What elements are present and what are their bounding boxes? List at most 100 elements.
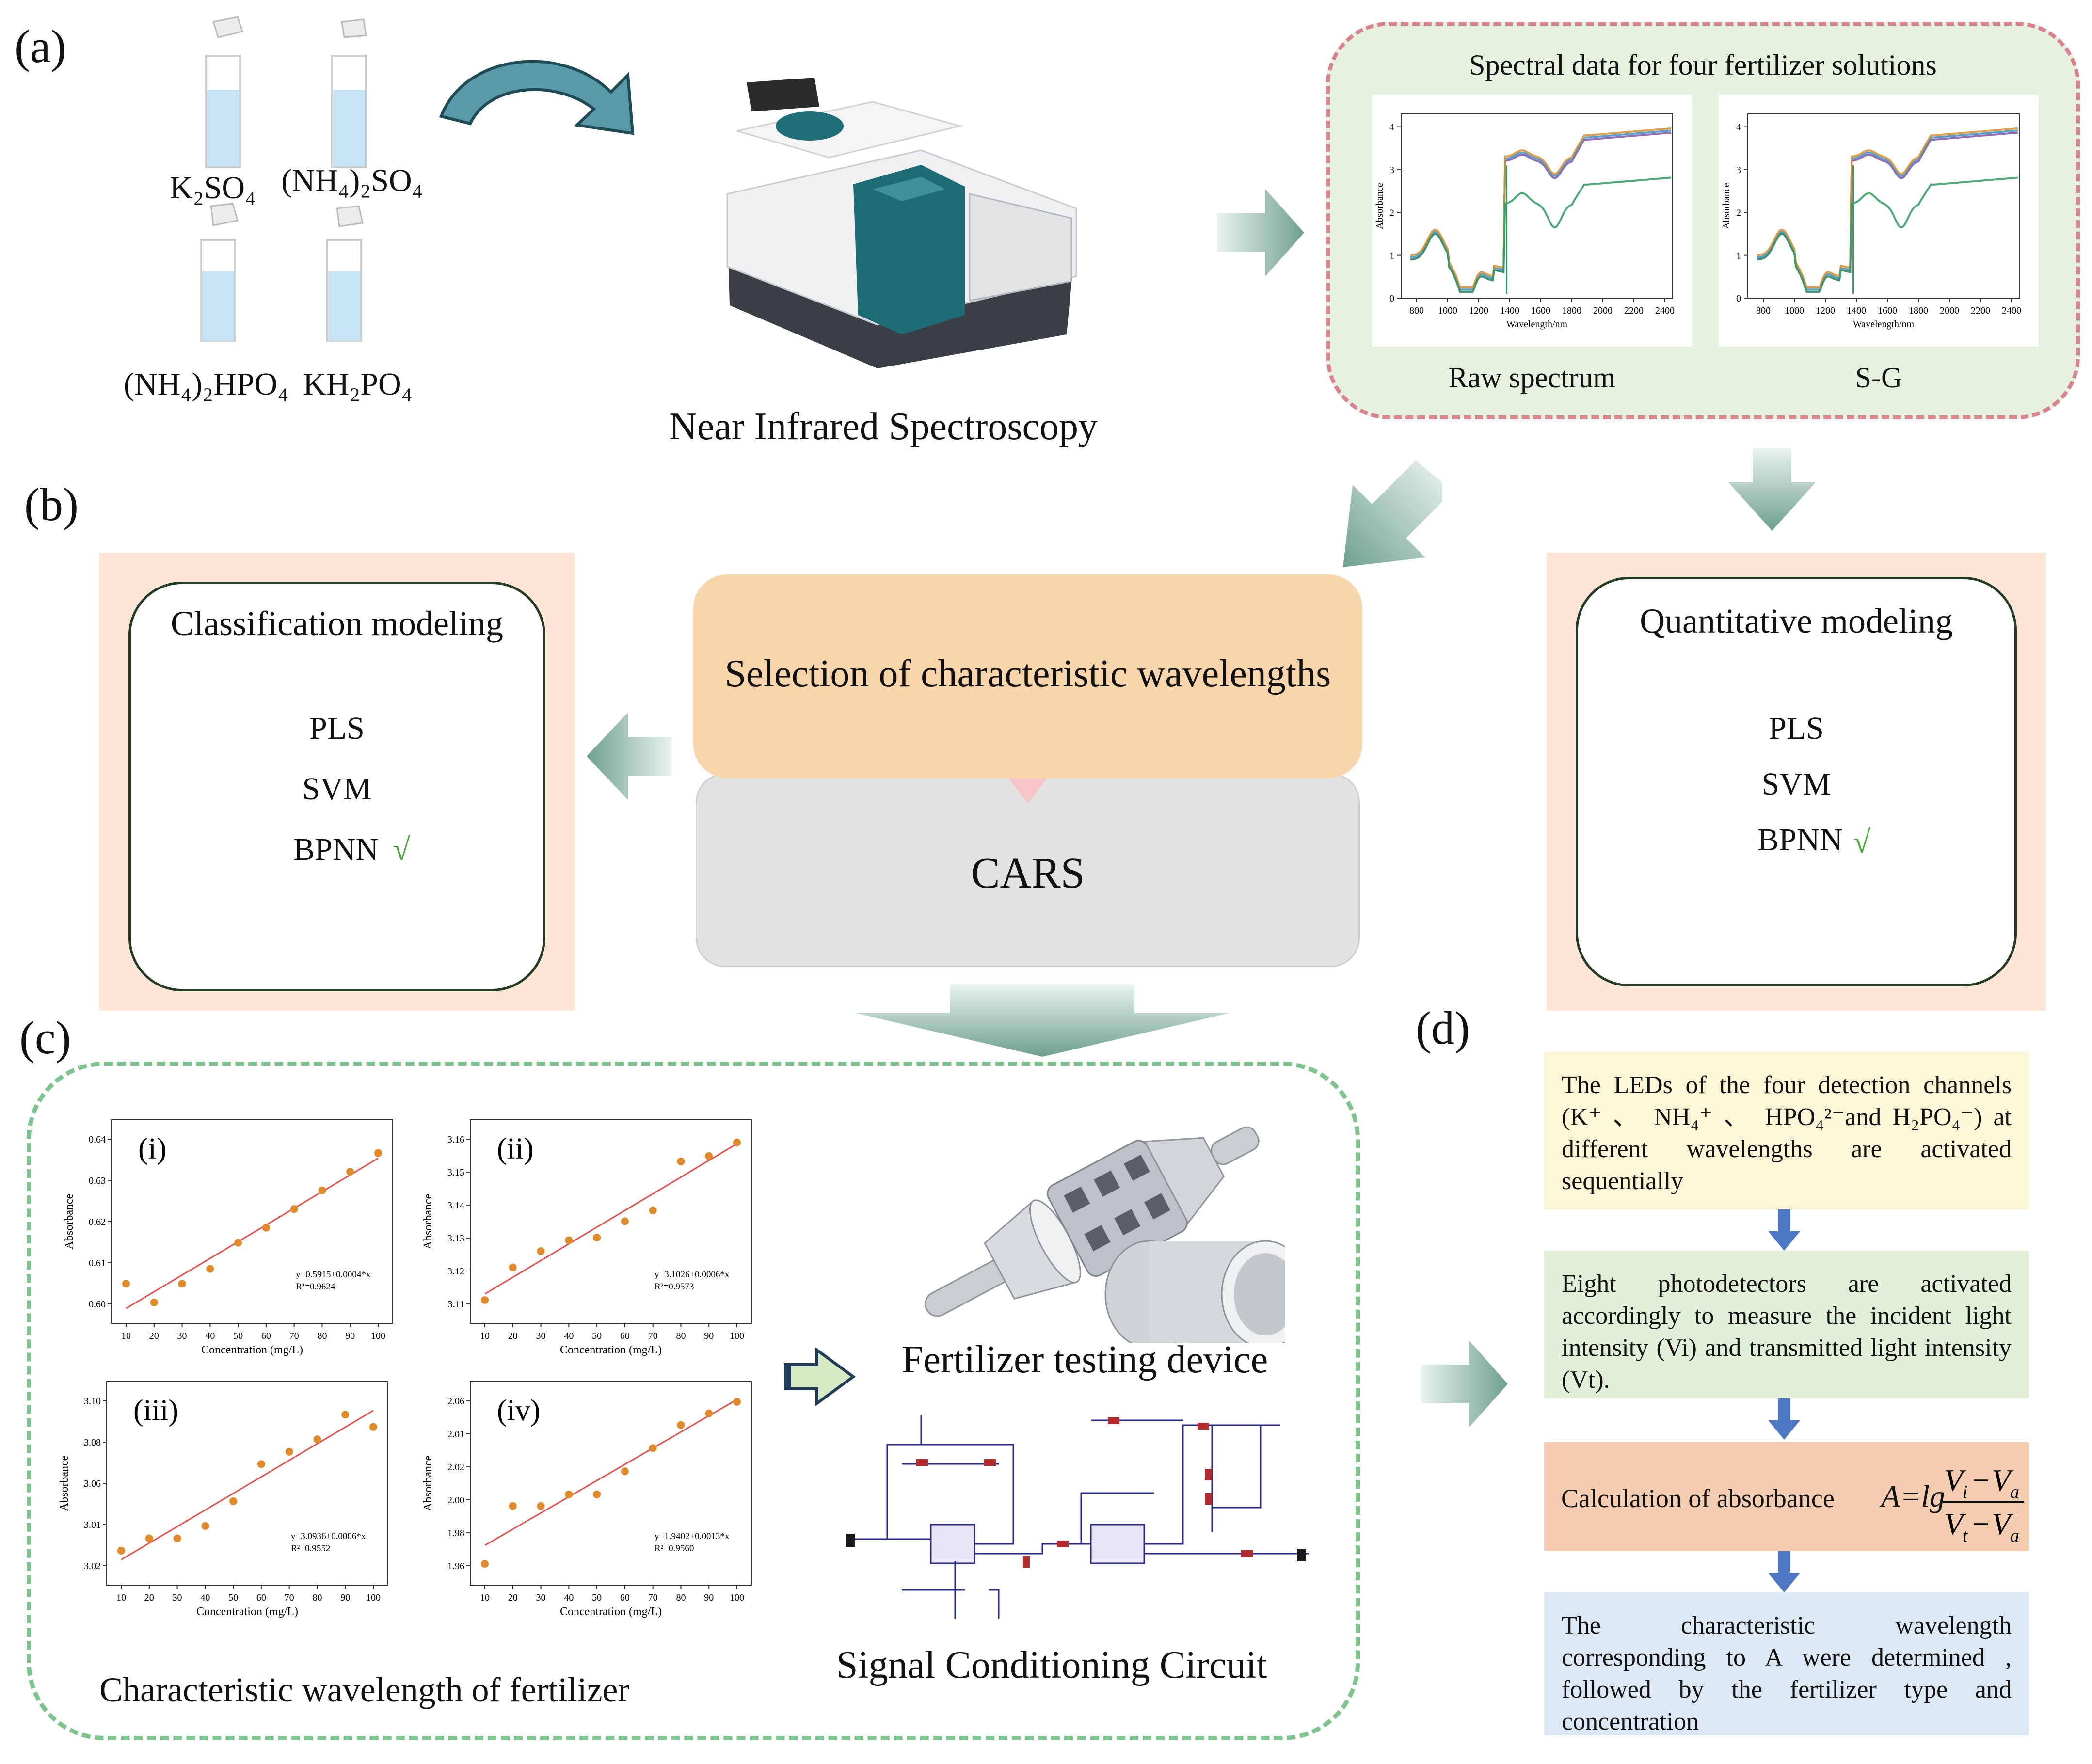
data-point — [206, 1265, 214, 1273]
data-point — [234, 1239, 242, 1247]
data-point — [509, 1502, 517, 1510]
plot-frame — [1401, 113, 1673, 299]
x-tick-label: 2200 — [1971, 305, 1990, 316]
x-tick-label: 10 — [121, 1331, 131, 1341]
circuit-label: Signal Conditioning Circuit — [836, 1644, 1267, 1686]
x-tick-label: 50 — [592, 1592, 602, 1603]
curved-arrow-icon — [439, 60, 635, 135]
data-point — [285, 1447, 293, 1456]
data-point — [122, 1280, 130, 1288]
fertilizer-label-1: K₂SO₄ — [170, 170, 256, 206]
cuvette-group — [200, 16, 367, 342]
data-point — [341, 1411, 350, 1419]
x-axis-label: Concentration (mg/L) — [560, 1605, 662, 1618]
x-tick-label: 60 — [261, 1331, 271, 1341]
svg-text:V: V — [1944, 1507, 1966, 1541]
x-tick-label: 100 — [366, 1592, 381, 1603]
data-point — [565, 1236, 573, 1244]
data-point — [649, 1206, 657, 1214]
spectrum-line — [1757, 176, 2018, 293]
fit-r2: R²=0.9573 — [655, 1282, 694, 1292]
arrow-down-left-icon — [1343, 461, 1442, 567]
fit-equation: y=1.9402+0.0013*x — [655, 1531, 730, 1542]
x-tick-label: 80 — [317, 1331, 327, 1341]
x-tick-label: 60 — [256, 1592, 266, 1603]
selection-box — [693, 574, 1362, 778]
absorbance-formula-fraction: Vi −Va Vt −Va — [1943, 1463, 2024, 1544]
x-tick-label: 100 — [730, 1331, 744, 1341]
x-tick-label: 60 — [620, 1592, 630, 1603]
x-tick-label: 60 — [620, 1331, 630, 1341]
x-tick-label: 80 — [676, 1331, 686, 1341]
fit-r2: R²=0.9624 — [296, 1282, 335, 1292]
spectrometer-image — [726, 78, 1077, 368]
quantitative-title: Quantitative modeling — [1640, 602, 1953, 640]
check-icon: √ — [1853, 825, 1871, 860]
cars-label: CARS — [971, 849, 1085, 897]
panel-label-b: (b) — [24, 478, 79, 530]
x-tick-label: 30 — [177, 1331, 187, 1341]
y-tick-label: 3.11 — [448, 1299, 464, 1310]
y-axis-label: Absorbance — [58, 1456, 71, 1511]
y-tick-label: 2.02 — [447, 1462, 464, 1473]
x-tick-label: 70 — [285, 1592, 294, 1603]
y-tick-label: 0 — [1389, 293, 1394, 304]
arrow-down-wide-icon — [856, 984, 1229, 1057]
data-point — [481, 1560, 489, 1568]
spectrum-line — [1757, 127, 2018, 288]
svg-text:−: − — [1972, 1507, 1990, 1541]
data-point — [369, 1423, 377, 1431]
cuvette-kh2po4 — [326, 205, 364, 342]
fertilizer-label-3: (NH₄)₂HPO₄ — [124, 366, 289, 402]
x-tick-label: 1600 — [1531, 305, 1550, 316]
x-tick-label: 80 — [312, 1592, 322, 1603]
x-tick-label: 20 — [508, 1592, 518, 1603]
y-axis-label: Absorbance — [1721, 183, 1732, 229]
svg-text:−: − — [1972, 1463, 1990, 1497]
chart-frame — [470, 1381, 752, 1586]
step-4-result: The characteristic wavelength correspond… — [1544, 1592, 2029, 1735]
x-tick-label: 800 — [1756, 305, 1771, 316]
x-tick-label: 1400 — [1500, 305, 1519, 316]
x-tick-label: 800 — [1409, 305, 1424, 316]
arrow-down-small-icon — [1768, 1209, 1800, 1251]
cuvette-nh4-2so4 — [331, 18, 367, 168]
y-tick-label: 3.16 — [447, 1134, 464, 1145]
cuvette-nh4-2hpo4 — [200, 203, 239, 342]
quantitative-method-bpnn: BPNN — [1757, 822, 1843, 858]
step-1-led-activation: The LEDs of the four detection channels … — [1544, 1052, 2029, 1209]
arrow-left-icon — [587, 713, 671, 800]
y-tick-label: 2.01 — [447, 1429, 464, 1440]
data-point — [537, 1502, 545, 1510]
chart-id: (iii) — [133, 1394, 178, 1427]
absorbance-formula-lhs: A=lg — [1881, 1479, 1946, 1513]
triangle-down-icon — [1008, 778, 1047, 804]
x-tick-label: 1200 — [1469, 305, 1488, 316]
svg-text:i: i — [1963, 1482, 1968, 1502]
selection-title: Selection of characteristic wavelengths — [724, 652, 1331, 695]
data-point — [733, 1138, 741, 1146]
y-axis-label: Absorbance — [1374, 183, 1385, 229]
x-tick-label: 20 — [508, 1331, 518, 1341]
y-tick-label: 2 — [1736, 207, 1741, 218]
data-point — [677, 1158, 685, 1166]
x-tick-label: 10 — [116, 1592, 126, 1603]
data-point — [290, 1205, 298, 1213]
data-point — [537, 1247, 545, 1255]
chart-id: (iv) — [497, 1394, 541, 1427]
y-tick-label: 0.60 — [89, 1299, 106, 1310]
svg-text:V: V — [1992, 1507, 2014, 1541]
x-tick-label: 1600 — [1878, 305, 1897, 316]
signal-circuit-diagram — [846, 1415, 1309, 1619]
y-tick-label: 3 — [1736, 165, 1741, 175]
y-axis-label: Absorbance — [422, 1194, 434, 1250]
y-tick-label: 4 — [1736, 122, 1741, 133]
arrow-right-icon — [1217, 189, 1304, 276]
data-point — [509, 1263, 517, 1271]
data-point — [481, 1296, 489, 1304]
data-point — [150, 1298, 158, 1306]
data-point — [621, 1467, 629, 1476]
x-tick-label: 30 — [536, 1592, 546, 1603]
